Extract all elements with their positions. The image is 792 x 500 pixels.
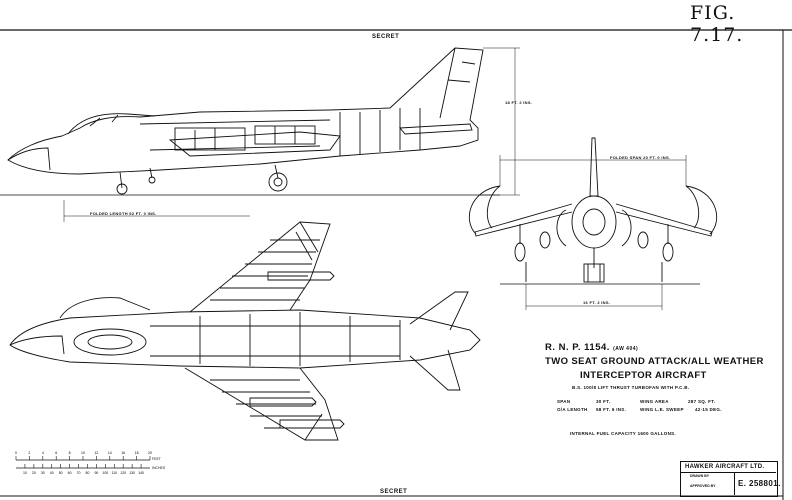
scale-feet-tick-label: 20 xyxy=(148,451,152,455)
scale-inch-tick-label: 40 xyxy=(50,471,54,475)
scale-feet-tick-label: 6 xyxy=(55,451,57,455)
drawing-number: E. 258801. xyxy=(738,479,781,488)
scale-feet-tick-label: 12 xyxy=(94,451,98,455)
title-block-divider-vertical xyxy=(734,472,735,495)
designation-text: R. N. P. 1154. xyxy=(545,342,610,353)
drawing-title-line3: INTERCEPTOR AIRCRAFT xyxy=(580,370,707,381)
scale-bar xyxy=(16,459,150,469)
title-block xyxy=(680,461,778,497)
scale-inch-tick-label: 70 xyxy=(77,471,81,475)
scale-feet-tick-label: 8 xyxy=(69,451,71,455)
track-dimension: 16 FT. 2 INS. xyxy=(583,300,611,305)
scale-feet-tick-label: 16 xyxy=(121,451,125,455)
scale-feet-tick-label: 2 xyxy=(28,451,30,455)
scale-feet-tick-label: 4 xyxy=(42,451,44,455)
folded-span-dimension: FOLDED SPAN 20 FT. 0 INS. xyxy=(610,155,671,160)
side-view xyxy=(0,47,520,222)
scale-inch-tick-label: 140 xyxy=(138,471,144,475)
scale-feet-label: FEET xyxy=(152,457,161,461)
classification-top: SECRET xyxy=(372,34,400,40)
drawing-designation: R. N. P. 1154. (AW 404) xyxy=(545,342,785,353)
scale-inch-tick-label: 110 xyxy=(111,471,117,475)
designation-note: (AW 404) xyxy=(613,346,639,352)
classification-bottom: SECRET xyxy=(380,489,408,495)
scale-inch-tick-label: 80 xyxy=(86,471,90,475)
figure-label: FIG. 7.17. xyxy=(690,2,744,46)
scale-feet-tick-label: 14 xyxy=(108,451,112,455)
plan-view xyxy=(9,221,481,441)
scale-inch-tick-label: 10 xyxy=(23,471,27,475)
scale-inch-tick-label: 130 xyxy=(129,471,135,475)
spec-length-label: O/A LENGTH xyxy=(557,407,588,412)
title-block-approved-by: APPROVED BY xyxy=(690,484,716,488)
scale-inch-tick-label: 60 xyxy=(68,471,72,475)
scale-inch-tick-label: 100 xyxy=(102,471,108,475)
front-view xyxy=(468,137,718,310)
spec-sweep-value: 42·15 DEG. xyxy=(695,407,722,412)
title-block-company: HAWKER AIRCRAFT LTD. xyxy=(685,464,765,470)
scale-feet-tick-label: 0 xyxy=(15,451,17,455)
spec-sweep-label: WING L.E. SWEEP xyxy=(640,407,684,412)
drawing-title-line2: TWO SEAT GROUND ATTACK/ALL WEATHER xyxy=(545,356,764,367)
spec-wing-area-label: WING AREA xyxy=(640,399,669,404)
spec-span-label: SPAN xyxy=(557,399,571,404)
scale-inches-label: INCHES xyxy=(152,466,166,470)
scale-inch-tick-label: 30 xyxy=(41,471,45,475)
title-block-drawn-by: DRAWN BY xyxy=(690,474,710,478)
height-dimension: 18 FT. 2 INS. xyxy=(505,100,533,105)
scale-inch-tick-label: 90 xyxy=(94,471,98,475)
folded-length-dimension: FOLDED LENGTH 52 FT. 0 INS. xyxy=(90,211,157,216)
spec-length-value: 58 FT. 6 INS. xyxy=(596,407,627,412)
title-block-divider xyxy=(680,472,776,473)
fuel-capacity: INTERNAL FUEL CAPACITY 1600 GALLONS. xyxy=(570,431,676,436)
engine-description: B.S. 100/8 LIFT THRUST TURBOFAN WITH P.C… xyxy=(572,385,690,390)
scale-feet-tick-label: 18 xyxy=(135,451,139,455)
spec-span-value: 30 FT. xyxy=(596,399,611,404)
scale-inch-tick-label: 20 xyxy=(32,471,36,475)
scale-inch-tick-label: 50 xyxy=(59,471,63,475)
scale-feet-tick-label: 10 xyxy=(81,451,85,455)
spec-wing-area-value: 287 SQ. FT. xyxy=(688,399,716,404)
scale-inch-tick-label: 120 xyxy=(120,471,126,475)
